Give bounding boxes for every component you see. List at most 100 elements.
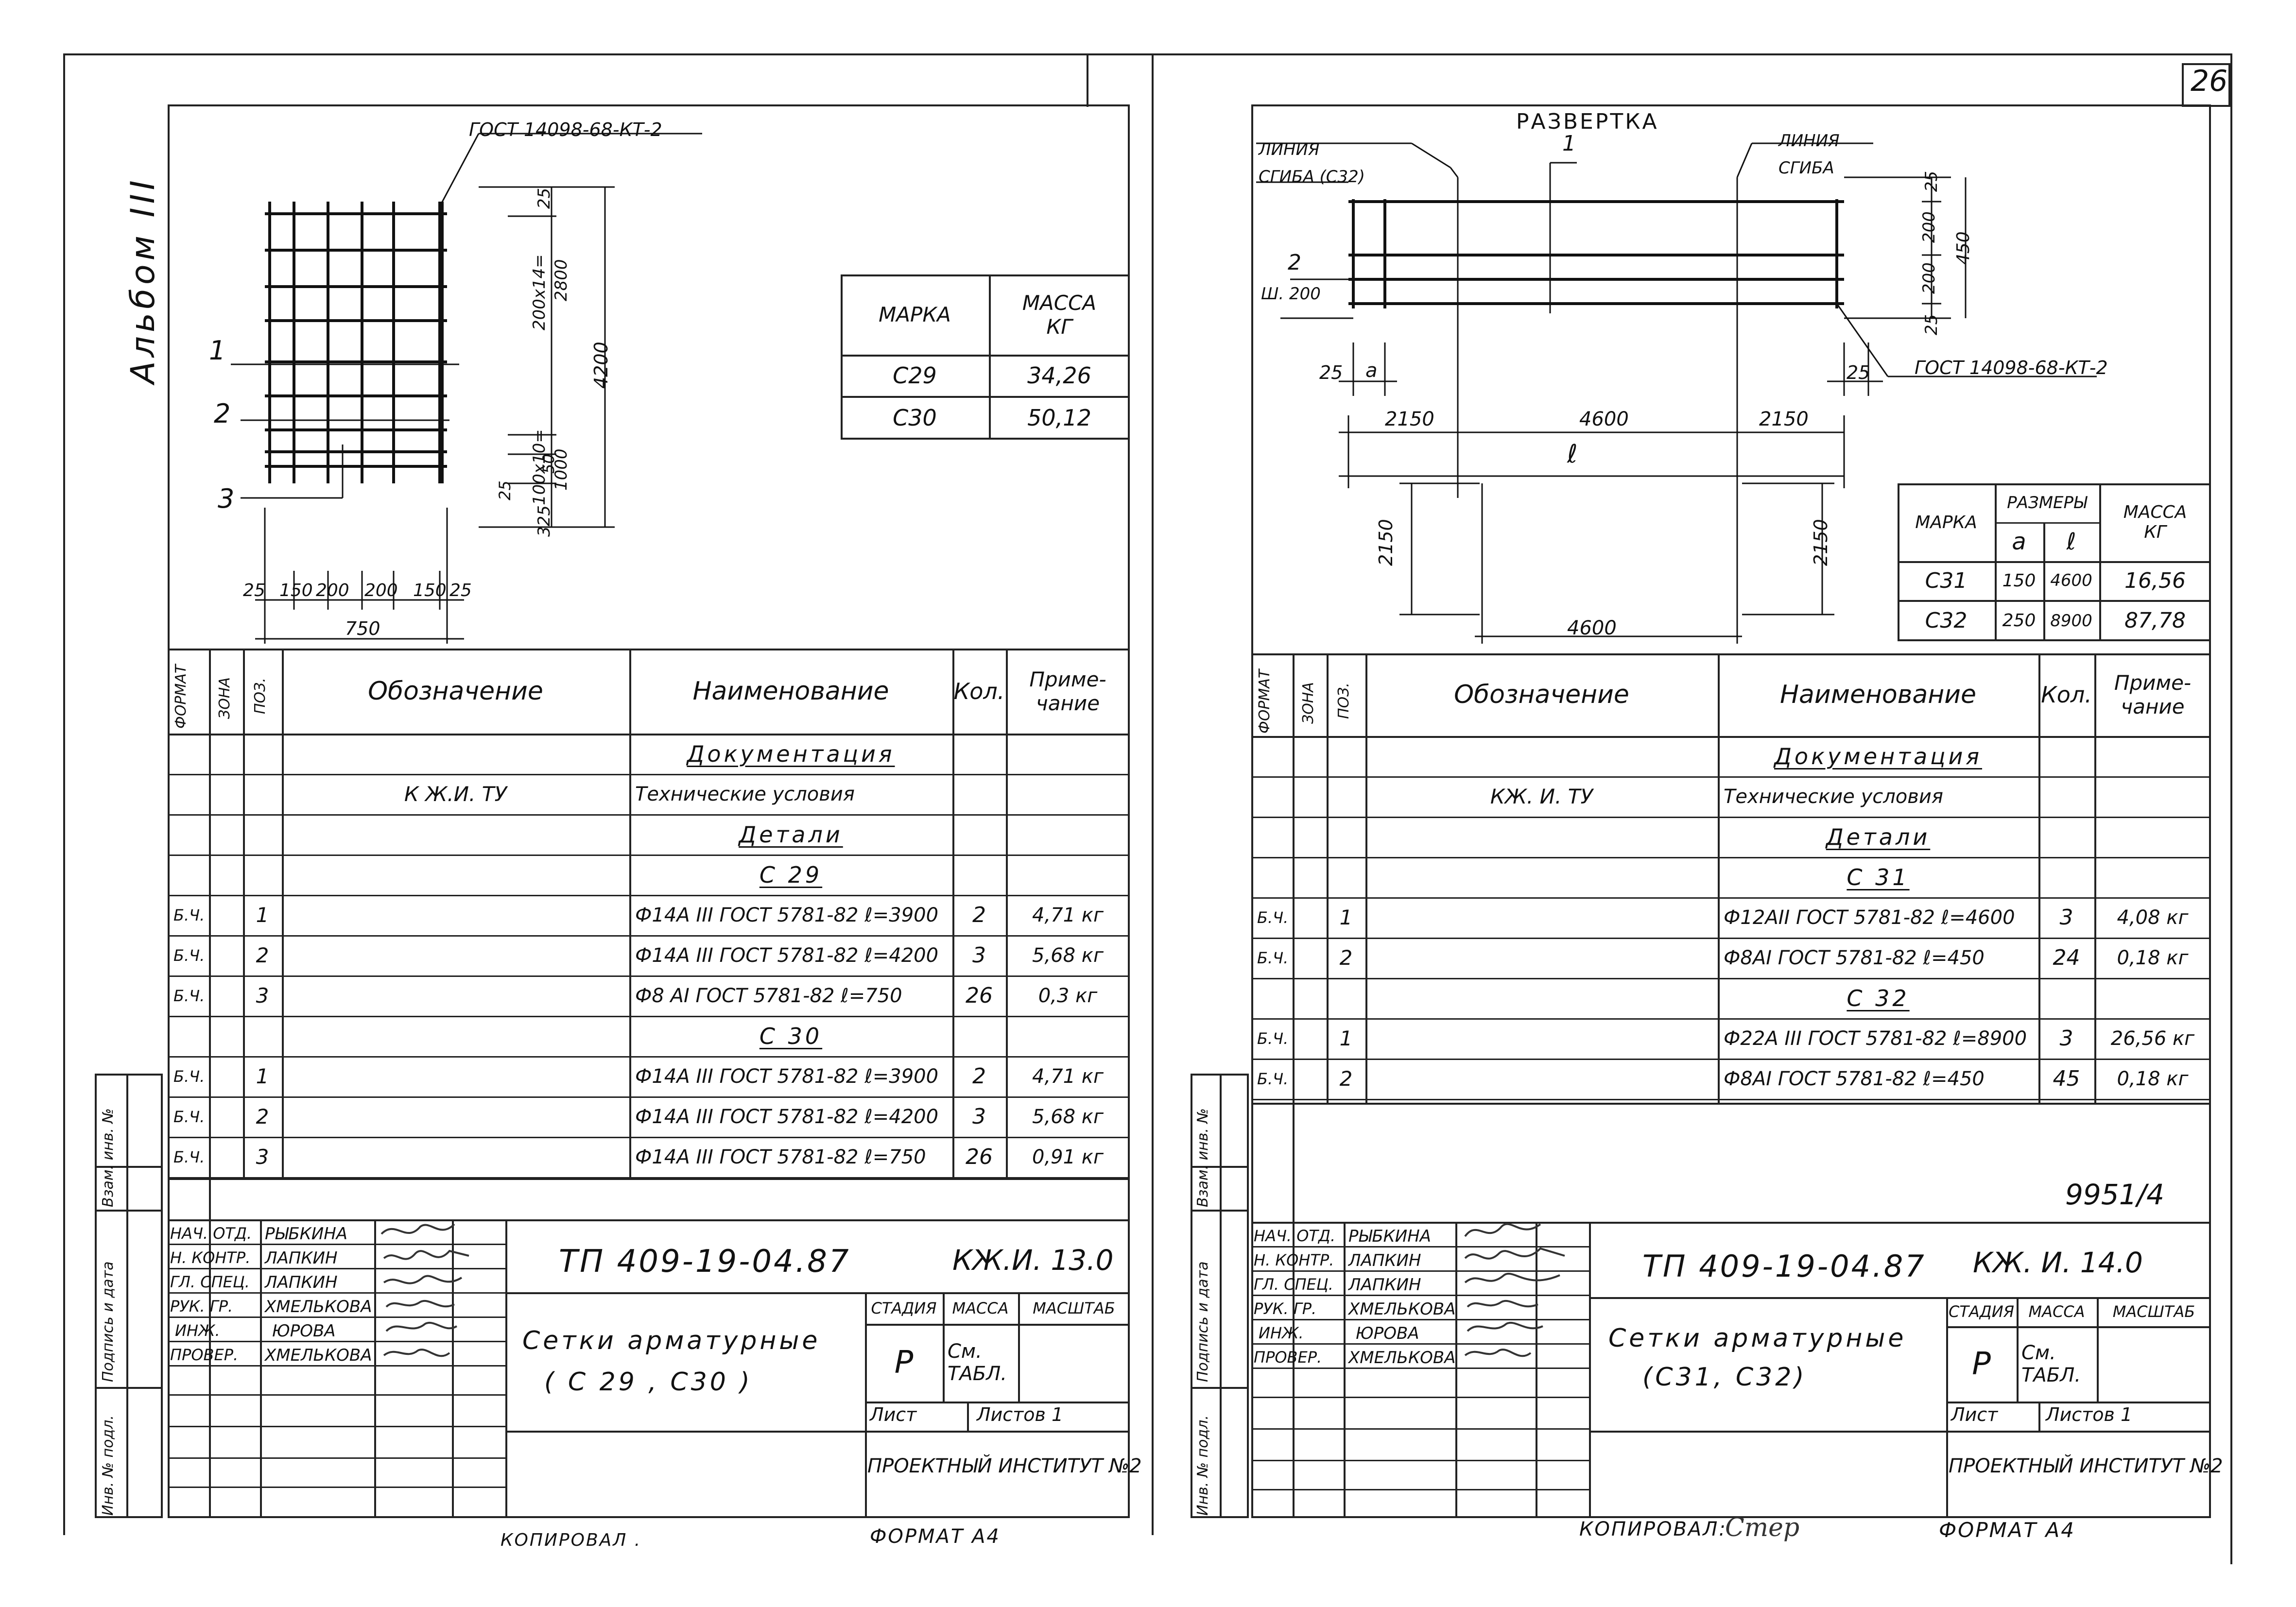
right-spec-qty-1 xyxy=(2038,776,2094,817)
right-doc-code: КЖ. И. 14.0 xyxy=(1973,1246,2143,1279)
left-mass-r0-mass: 34,26 xyxy=(1027,362,1091,389)
right-spec-des-7 xyxy=(1365,1018,1718,1059)
left-spec-des-8 xyxy=(282,1056,629,1096)
right-spec-pos-8: 2 xyxy=(1339,1067,1353,1091)
right-spec-note-2 xyxy=(2094,817,2211,857)
right-stamp-col-rule xyxy=(1589,1222,1591,1518)
left-dim-25: 25 xyxy=(535,188,554,209)
left-spec-qty-1 xyxy=(952,774,1006,814)
left-spec-name-7: С 30 xyxy=(759,1023,823,1049)
right-spec-col-rule xyxy=(1365,653,1367,1103)
right-dim-a: a xyxy=(1365,359,1378,382)
right-stamp-row-rule xyxy=(1251,1489,1589,1490)
right-stamp-row-rule xyxy=(1251,1246,1589,1248)
left-spec-fmt-8: Б.Ч. xyxy=(173,1067,205,1086)
left-spec-fmt-2 xyxy=(168,814,209,855)
right-spec-note-5: 0,18 кг xyxy=(2117,946,2189,969)
right-title: РАЗВЕРТКА xyxy=(1516,109,1659,134)
left-spec-pos-5: 2 xyxy=(256,943,269,967)
left-dim-bottom-0: 25 xyxy=(243,581,265,600)
left-spec-row-rule xyxy=(168,975,1130,977)
left-spec-pos-1 xyxy=(243,774,282,814)
left-stamp-row-rule xyxy=(865,1402,1130,1403)
right-spec-col-rule xyxy=(1293,653,1295,1103)
right-v-200b: 200 xyxy=(1919,262,1939,294)
right-spec-des-3 xyxy=(1365,857,1718,897)
right-stamp-col-rule xyxy=(1536,1222,1537,1518)
left-leader-1: 1 xyxy=(209,335,226,366)
left-spec-qty-2 xyxy=(952,814,1006,855)
right-size-sub-a: a xyxy=(2012,528,2026,555)
left-role-3: РУК. ГР. xyxy=(170,1297,233,1316)
right-size-r1-l: 8900 xyxy=(2050,611,2092,631)
left-spec-row-rule xyxy=(168,855,1130,856)
right-spec-pos-1 xyxy=(1327,776,1365,817)
left-spec-pos-2 xyxy=(243,814,282,855)
left-stamp-row-rule xyxy=(168,1394,505,1396)
left-spec-fmt-1 xyxy=(168,774,209,814)
right-title-2: (С31, С32) xyxy=(1642,1363,1807,1392)
right-size-table-rule xyxy=(1898,600,2211,602)
right-spec-row-rule xyxy=(1251,1018,2211,1020)
left-stamp-row-rule xyxy=(168,1341,505,1342)
right-spec-pos-5: 2 xyxy=(1339,946,1353,970)
left-spec-fmt-3 xyxy=(168,855,209,895)
left-side-strip-rule xyxy=(126,1074,128,1518)
right-dim-2150r: 2150 xyxy=(1759,408,1809,430)
right-stamp-row-rule xyxy=(1946,1326,2211,1328)
left-stage: Р xyxy=(894,1345,914,1381)
right-spec-note-4: 4,08 кг xyxy=(2117,906,2189,929)
left-spec-qty-0 xyxy=(952,734,1006,774)
left-h-format: ФОРМАТ xyxy=(173,664,190,729)
outer-frame-divider xyxy=(1087,53,1088,107)
right-leader-1: 1 xyxy=(1562,131,1576,156)
left-h-qty: Кол. xyxy=(953,678,1005,704)
left-spec-pos-8: 1 xyxy=(256,1064,269,1088)
left-spec-header-bottom xyxy=(168,734,1130,735)
right-spec-name-2: Детали xyxy=(1826,823,1931,850)
left-spec-note-9: 5,68 кг xyxy=(1032,1105,1104,1128)
right-spec-name-3: С 31 xyxy=(1847,864,1910,890)
left-mass-r0-mark: С29 xyxy=(893,362,937,389)
left-side-inv: Инв. № подл. xyxy=(100,1415,117,1516)
left-spec-col-rule xyxy=(209,649,211,1178)
left-dim-325: 325 xyxy=(535,505,554,537)
left-stamp-row-rule xyxy=(168,1244,505,1245)
right-h-pos: ПОЗ. xyxy=(1335,683,1352,719)
left-spec-qty-7 xyxy=(952,1016,1006,1056)
right-spec-top xyxy=(1251,653,2211,655)
left-org: ПРОЕКТНЫЙ ИНСТИТУТ №2 xyxy=(867,1455,1142,1477)
right-side-vzam: Взам. инв. № xyxy=(1194,1108,1211,1207)
right-stamp-row-rule xyxy=(1946,1402,2211,1403)
left-spec-name-4: Ф14А III ГОСТ 5781-82 ℓ=3900 xyxy=(635,904,939,926)
right-name-3: ХМЕЛЬКОВА xyxy=(1348,1299,1456,1319)
left-spec-des-4 xyxy=(282,895,629,935)
left-copied: КОПИРОВАЛ . xyxy=(501,1530,642,1550)
left-spec-fmt-5: Б.Ч. xyxy=(173,946,205,965)
right-side-2150l: 2150 xyxy=(1375,519,1397,566)
right-spec-row-rule xyxy=(1251,817,2211,818)
left-stamp-row-rule xyxy=(168,1292,505,1294)
right-side-sign: Подпись и дата xyxy=(1194,1261,1211,1383)
right-spec-pos-0 xyxy=(1327,736,1365,776)
left-mass-h: МАССА xyxy=(952,1299,1009,1317)
right-stamp-top xyxy=(1251,1222,2211,1224)
right-scale-h: МАСШТАБ xyxy=(2112,1302,2195,1321)
right-mass-ref: См. ТАБЛ. xyxy=(2021,1341,2081,1386)
right-copied: КОПИРОВАЛ: xyxy=(1579,1518,1727,1540)
left-mass-table-rule xyxy=(841,355,1130,357)
right-spec-des-8 xyxy=(1365,1059,1718,1099)
left-spec-des-7 xyxy=(282,1016,629,1056)
left-stamp-top xyxy=(168,1219,1130,1221)
left-spec-name-1: Технические условия xyxy=(635,783,855,805)
right-spec-note-8: 0,18 кг xyxy=(2117,1067,2189,1090)
left-h-pos: ПОЗ. xyxy=(252,678,269,714)
left-spec-row-rule xyxy=(168,1096,1130,1098)
right-dim-l: ℓ xyxy=(1567,440,1578,469)
left-side-strip-rule xyxy=(95,1166,163,1168)
center-fold-line xyxy=(1152,53,1154,1535)
right-size-r0-mark: С31 xyxy=(1925,568,1968,593)
right-v-450: 450 xyxy=(1953,231,1973,265)
right-size-r0-l: 4600 xyxy=(2050,571,2092,590)
outer-frame-top xyxy=(63,53,2230,55)
